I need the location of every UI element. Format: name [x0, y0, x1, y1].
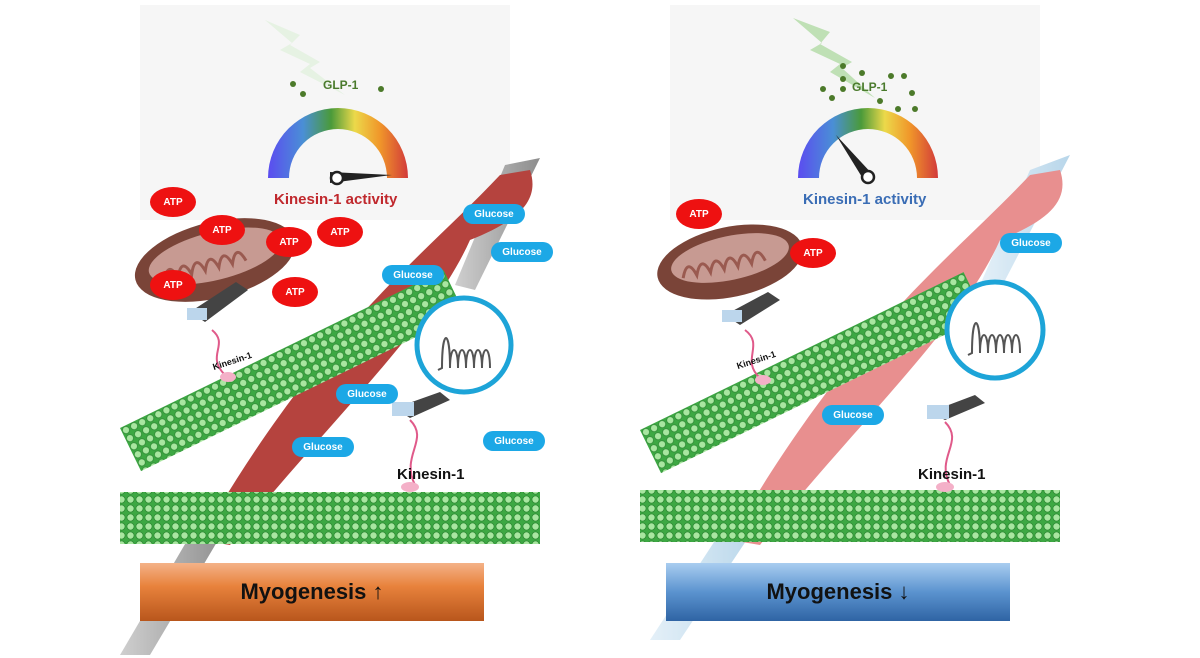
glp1-particles: [290, 81, 384, 97]
magnifier-icon: [944, 279, 1046, 381]
glp1-particles: [820, 63, 918, 112]
myogenesis-up-banner: Myogenesis ↑: [140, 563, 484, 621]
glp1-label: GLP-1: [323, 78, 359, 92]
glucose-badge: Glucose: [336, 384, 398, 404]
kinesin-stalk-lower: [409, 419, 419, 486]
microtubule-upper: [120, 270, 465, 472]
atp-badge: ATP: [676, 199, 722, 229]
arrow-up-icon: ↑: [372, 579, 384, 604]
glucose-badge: Glucose: [382, 265, 444, 285]
kinesin-label: Kinesin-1: [918, 466, 986, 483]
kinesin-label: Kinesin-1: [397, 466, 465, 483]
gauge-needle: [836, 135, 876, 185]
panel-high-activity: GLP-1 Kinesin-1 activity ATP ATP ATP ATP…: [120, 20, 553, 655]
scene-illustration: [120, 20, 540, 655]
glucose-badge: Glucose: [1000, 233, 1062, 253]
atp-badge: ATP: [790, 238, 836, 268]
myogenesis-down-banner: Myogenesis ↓: [666, 563, 1010, 621]
atp-badge: ATP: [199, 215, 245, 245]
atp-badge: ATP: [317, 217, 363, 247]
kinesin-activity-label: Kinesin-1 activity: [274, 191, 398, 208]
arrow-down-icon: ↓: [898, 579, 910, 604]
kinesin-activity-label: Kinesin-1 activity: [803, 191, 927, 208]
glucose-badge: Glucose: [491, 242, 553, 262]
gauge-arc: [268, 108, 408, 178]
glucose-badge: Glucose: [292, 437, 354, 457]
glucose-badge: Glucose: [822, 405, 884, 425]
scene-illustration: [640, 18, 1070, 640]
lightning-bolt-icon: [793, 18, 875, 98]
kinesin-stalk-upper: [744, 329, 761, 379]
panel-low-activity: GLP-1 Kinesin-1 activity ATP ATP Glucose…: [530, 0, 1130, 658]
kinesin-stalk-lower: [944, 421, 954, 486]
mitochondrion-icon: [657, 224, 803, 300]
atp-badge: ATP: [266, 227, 312, 257]
glucose-badge: Glucose: [483, 431, 545, 451]
microtubule-upper: [640, 272, 985, 474]
glucose-badge: Glucose: [463, 204, 525, 224]
atp-badge: ATP: [150, 187, 196, 217]
gauge-arc: [798, 108, 938, 178]
glp1-label: GLP-1: [852, 80, 888, 94]
kinesin-stalk-upper: [211, 329, 226, 376]
atp-badge: ATP: [150, 270, 196, 300]
microtubule-lower: [120, 492, 540, 544]
lightning-bolt-icon: [265, 20, 345, 95]
magnifier-icon: [414, 295, 514, 395]
gauge-needle: [329, 170, 392, 186]
atp-badge: ATP: [272, 277, 318, 307]
microtubule-lower: [640, 490, 1060, 542]
myogenesis-label: Myogenesis: [240, 579, 367, 604]
myogenesis-label: Myogenesis: [766, 579, 893, 604]
